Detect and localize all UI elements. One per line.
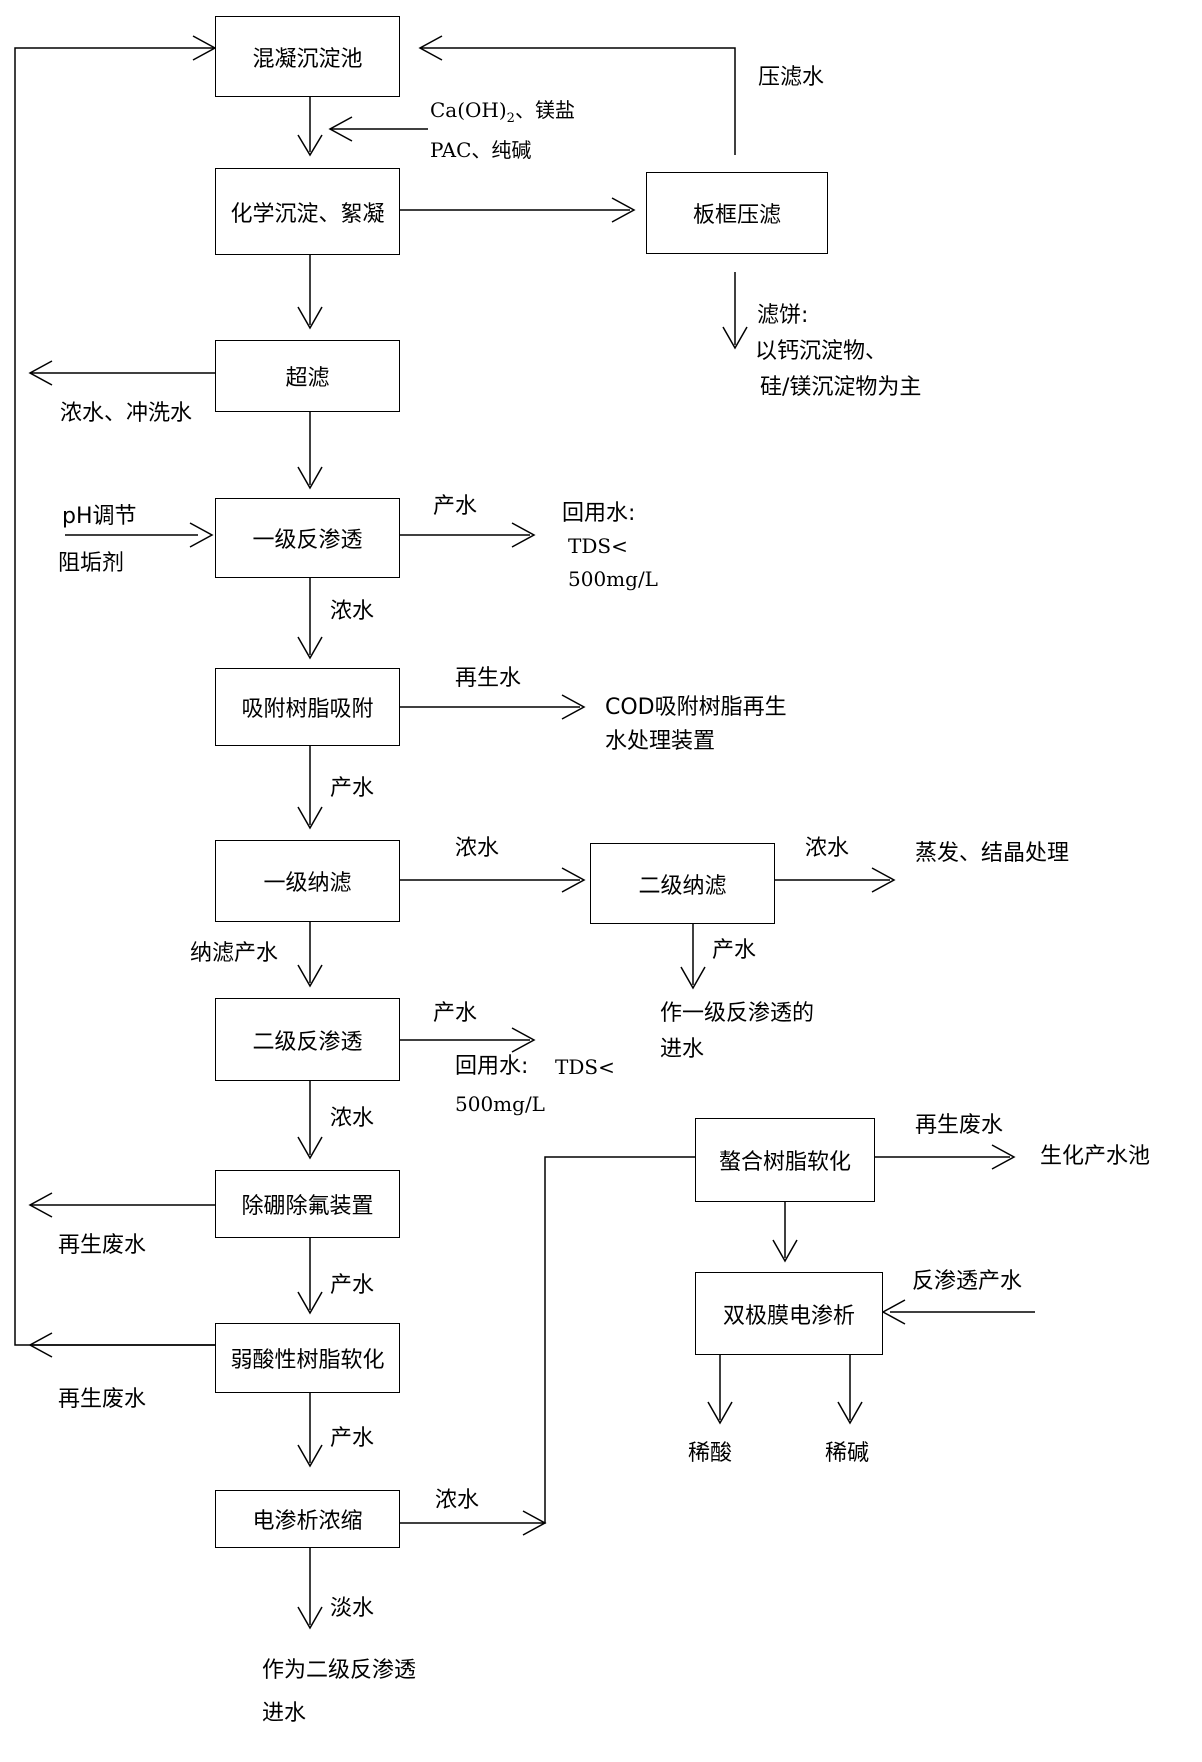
antiscalant-label: 阻垢剂 xyxy=(58,551,125,576)
wa-product-label: 产水 xyxy=(330,1426,375,1451)
bf-product-label: 产水 xyxy=(330,1273,375,1298)
nf2-product-label: 产水 xyxy=(712,938,757,963)
chelating-regen-waste-label: 再生废水 xyxy=(915,1113,1004,1138)
bipolar-membrane-ed-box: 双极膜电渗析 xyxy=(695,1272,883,1355)
cod-resin-line-2: 水处理装置 xyxy=(605,729,716,754)
nf2-to-ro1-line-2: 进水 xyxy=(660,1037,705,1062)
chemical-precipitation-box: 化学沉淀、絮凝 xyxy=(215,168,400,255)
resin-adsorption-label: 吸附树脂吸附 xyxy=(241,697,374,722)
ultrafiltration-box: 超滤 xyxy=(215,340,400,412)
press-water-label: 压滤水 xyxy=(758,65,825,90)
reagents-line-1: Ca(OH)2、镁盐 xyxy=(430,98,575,127)
reagents-line-2: PAC、纯碱 xyxy=(430,138,532,162)
coagulation-tank-label: 混凝沉淀池 xyxy=(252,46,363,72)
regen-waste-1-label: 再生废水 xyxy=(58,1233,147,1258)
boron-fluoride-removal-box: 除硼除氟装置 xyxy=(215,1170,400,1238)
nf2-concentrate-label: 浓水 xyxy=(805,836,850,861)
chemical-precipitation-label: 化学沉淀、絮凝 xyxy=(230,201,385,227)
electrodialysis-label: 电渗析浓缩 xyxy=(252,1509,363,1534)
resin-adsorption-box: 吸附树脂吸附 xyxy=(215,668,400,746)
chelating-resin-box: 螯合树脂软化 xyxy=(695,1118,875,1202)
dilute-water-label: 淡水 xyxy=(330,1596,375,1621)
filter-cake-line-2: 以钙沉淀物、 xyxy=(755,339,888,364)
reagent-mg-salt-label: 、镁盐 xyxy=(514,98,575,122)
coagulation-tank-box: 混凝沉淀池 xyxy=(215,16,400,97)
ro-product-water-label: 反渗透产水 xyxy=(912,1269,1023,1294)
filter-cake-line-3: 硅/镁沉淀物为主 xyxy=(760,375,922,400)
ro1-label: 一级反渗透 xyxy=(252,528,363,553)
bipolar-membrane-ed-label: 双极膜电渗析 xyxy=(722,1303,855,1329)
filter-press-label: 板框压滤 xyxy=(692,203,781,228)
ro1-product-label: 产水 xyxy=(433,494,478,519)
nf1-concentrate-label: 浓水 xyxy=(455,836,500,861)
nf-product-label: 纳滤产水 xyxy=(190,941,279,966)
ro2-concentrate-label: 浓水 xyxy=(330,1106,375,1131)
evaporation-label: 蒸发、结晶处理 xyxy=(915,841,1070,866)
resin-product-label: 产水 xyxy=(330,776,375,801)
weak-acid-resin-box: 弱酸性树脂软化 xyxy=(215,1323,400,1393)
nf2-to-ro1-line-1: 作一级反渗透的 xyxy=(660,1001,815,1026)
dilute-base-label: 稀碱 xyxy=(825,1441,870,1466)
ro2-feed-line-2: 进水 xyxy=(262,1701,307,1726)
left-return-line xyxy=(14,47,215,1346)
regen-water-label: 再生水 xyxy=(455,666,522,691)
cod-resin-line-1: COD吸附树脂再生 xyxy=(605,695,787,720)
ph-adjust-label: pH调节 xyxy=(62,504,137,529)
arrow-press-water-return xyxy=(420,47,736,155)
nf2-label: 二级纳滤 xyxy=(638,873,727,899)
reuse-water-1-value: 500mg/L xyxy=(568,567,658,591)
electrodialysis-box: 电渗析浓缩 xyxy=(215,1490,400,1548)
reuse-water-1-tds: TDS< xyxy=(568,534,628,558)
ro2-label: 二级反渗透 xyxy=(252,1029,363,1055)
ro1-box: 一级反渗透 xyxy=(215,498,400,578)
nf1-label: 一级纳滤 xyxy=(263,871,352,896)
reuse-water-2-label: 回用水: xyxy=(455,1054,529,1079)
chelating-resin-label: 螯合树脂软化 xyxy=(718,1150,851,1175)
ro2-product-label: 产水 xyxy=(433,1001,478,1026)
ro2-feed-line-1: 作为二级反渗透 xyxy=(262,1658,417,1683)
uf-reject-label: 浓水、冲洗水 xyxy=(60,401,193,426)
ro2-box: 二级反渗透 xyxy=(215,998,400,1081)
arrow-ed-to-chelating xyxy=(400,1156,695,1524)
ro1-concentrate-label: 浓水 xyxy=(330,599,375,624)
nf2-box: 二级纳滤 xyxy=(590,843,775,924)
dilute-acid-label: 稀酸 xyxy=(688,1441,733,1466)
reagent-caoh-subscript: 2 xyxy=(506,111,515,126)
bio-pool-label: 生化产水池 xyxy=(1040,1144,1151,1169)
filter-press-box: 板框压滤 xyxy=(646,172,828,254)
reuse-water-1-label: 回用水: xyxy=(562,501,636,526)
reagent-caoh-label: Ca(OH) xyxy=(430,98,507,122)
ed-concentrate-label: 浓水 xyxy=(435,1488,480,1513)
ultrafiltration-label: 超滤 xyxy=(285,366,330,391)
weak-acid-resin-label: 弱酸性树脂软化 xyxy=(230,1348,385,1373)
nf1-box: 一级纳滤 xyxy=(215,840,400,922)
reuse-water-2-value: 500mg/L xyxy=(455,1092,545,1116)
regen-waste-2-label: 再生废水 xyxy=(58,1387,147,1412)
boron-fluoride-removal-label: 除硼除氟装置 xyxy=(241,1194,374,1219)
filter-cake-title: 滤饼: xyxy=(757,303,809,328)
reuse-water-2-tds: TDS< xyxy=(555,1055,615,1079)
